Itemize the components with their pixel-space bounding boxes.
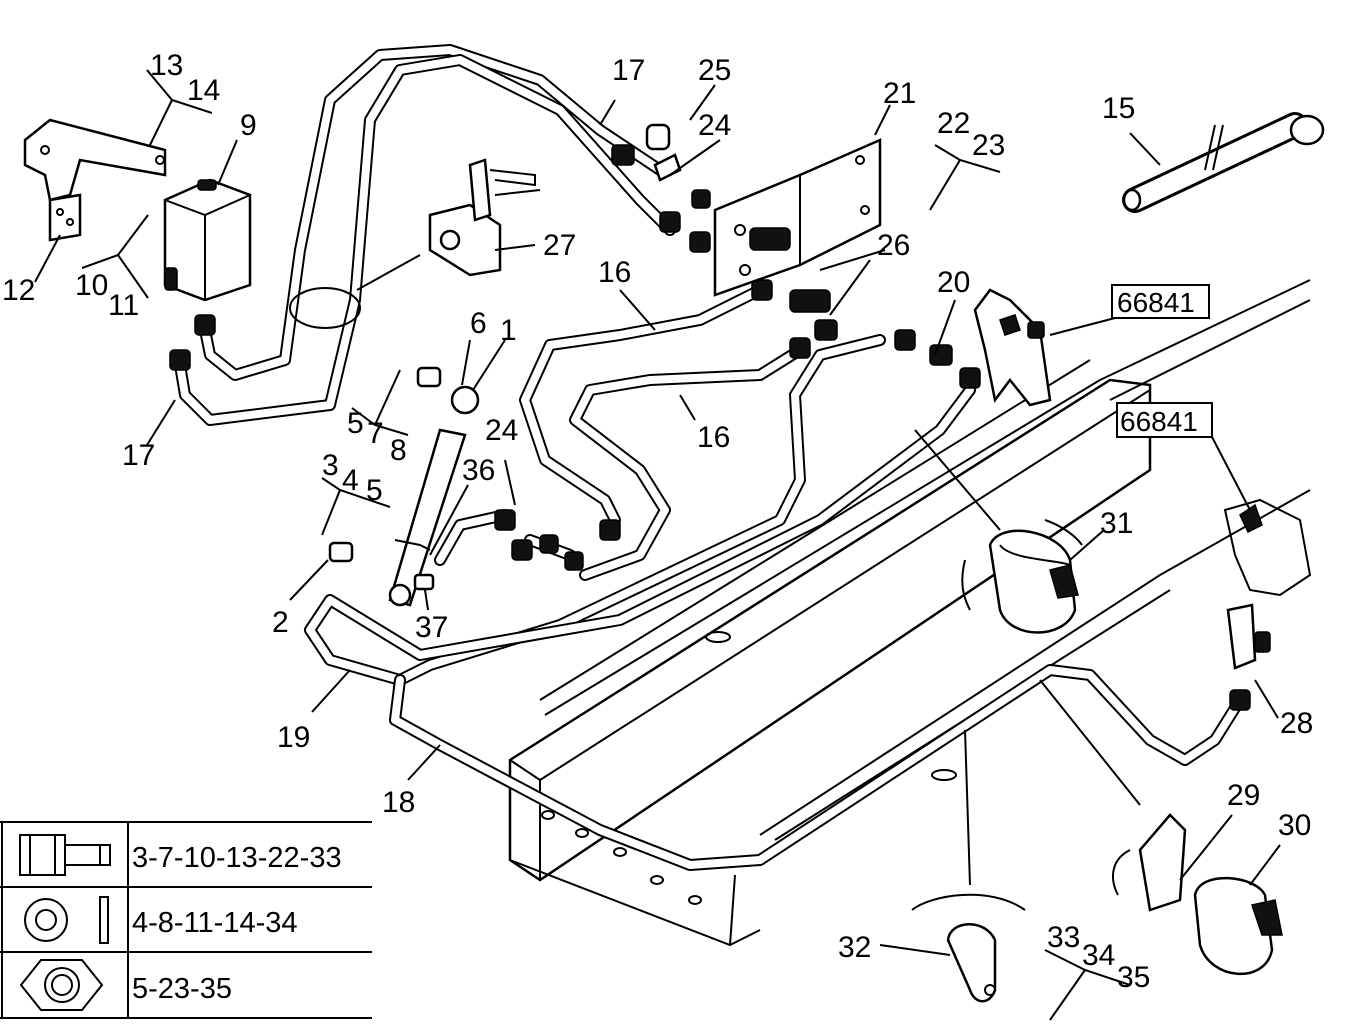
cap-25 — [645, 123, 682, 182]
reference-box-2: 66841 — [1116, 402, 1213, 438]
mounting-plate — [713, 138, 882, 313]
callout-33: 33 — [1047, 921, 1080, 954]
callout-31: 31 — [1100, 507, 1133, 540]
bolt-icon — [19, 834, 111, 876]
clamp-31 — [961, 519, 1083, 634]
callout-18: 18 — [382, 786, 415, 819]
callout-26: 26 — [877, 229, 910, 262]
callout-1: 1 — [500, 314, 517, 347]
clamp-32 — [911, 893, 1026, 1003]
callout-29: 29 — [1227, 779, 1260, 812]
callout-35: 35 — [1117, 961, 1150, 994]
callout-2: 2 — [272, 606, 289, 639]
reference-box-1: 66841 — [1111, 284, 1210, 319]
callout-4: 4 — [342, 464, 359, 497]
callout-12: 12 — [2, 274, 35, 307]
callout-36: 36 — [462, 454, 495, 487]
callout-16a: 16 — [598, 256, 631, 289]
callout-10: 10 — [75, 269, 108, 302]
clamp-30 — [1193, 876, 1283, 975]
fastener-legend: 3-7-10-13-22-33 4-8-11-14-34 5-23-35 — [0, 821, 372, 1019]
callout-3: 3 — [322, 449, 339, 482]
callout-8: 8 — [390, 434, 407, 467]
legend-label-washers: 4-8-11-14-34 — [132, 907, 298, 939]
callout-23: 23 — [972, 129, 1005, 162]
top-right-device — [973, 288, 1052, 407]
callout-15: 15 — [1102, 92, 1135, 125]
callout-30: 30 — [1278, 809, 1311, 842]
callout-6: 6 — [470, 307, 487, 340]
callout-9: 9 — [240, 109, 257, 142]
callout-27: 27 — [543, 229, 576, 262]
clamp-29 — [1112, 813, 1187, 912]
callout-22: 22 — [937, 107, 970, 140]
callout-7: 7 — [367, 417, 384, 450]
callout-34: 34 — [1082, 939, 1115, 972]
callout-11: 11 — [108, 289, 139, 322]
callout-21: 21 — [883, 77, 916, 110]
washer-icon — [24, 896, 109, 944]
callout-13: 13 — [150, 49, 183, 82]
legend-label-bolts: 3-7-10-13-22-33 — [132, 842, 342, 874]
callout-19: 19 — [277, 721, 310, 754]
callout-14: 14 — [187, 74, 220, 107]
clamp-27 — [289, 158, 541, 329]
callout-17b: 17 — [612, 54, 645, 87]
callout-32: 32 — [838, 931, 871, 964]
callout-24a: 24 — [698, 109, 731, 142]
reference-label: 66841 — [1120, 406, 1198, 437]
leader-lines — [34, 69, 1281, 1021]
callout-20: 20 — [937, 266, 970, 299]
callout-37: 37 — [415, 611, 448, 644]
callout-28: 28 — [1280, 707, 1313, 740]
valve-28 — [1223, 498, 1312, 670]
callout-16b: 16 — [697, 421, 730, 454]
callout-25: 25 — [698, 54, 731, 87]
legend-label-nuts: 5-23-35 — [132, 973, 232, 1005]
callout-24b: 24 — [485, 414, 518, 447]
callout-17a: 17 — [122, 439, 155, 472]
nut-icon — [19, 959, 104, 1011]
callout-labels: 13 14 9 12 10 11 17 17 25 24 21 22 23 15… — [2, 49, 1313, 994]
pipe-15 — [1122, 112, 1325, 213]
mounting-bracket — [23, 118, 167, 242]
cylinder-arm — [328, 366, 480, 607]
callout-5a: 5 — [347, 407, 364, 440]
reference-label: 66841 — [1117, 287, 1195, 318]
callout-5b: 5 — [366, 474, 383, 507]
valve-block — [163, 178, 252, 302]
